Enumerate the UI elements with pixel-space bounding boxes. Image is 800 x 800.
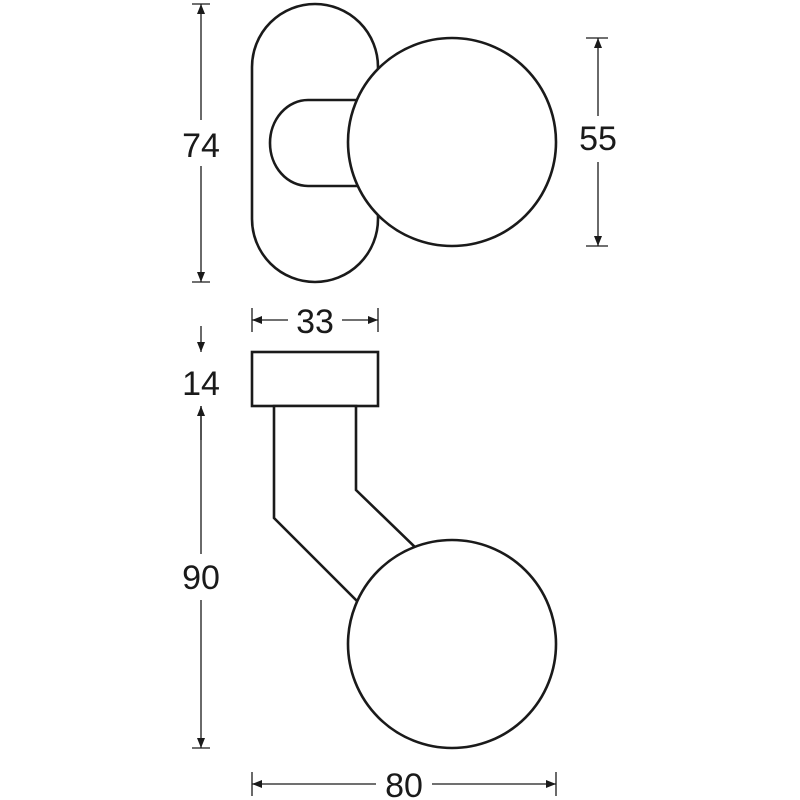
- side-view: [250, 350, 558, 750]
- dim-rose-height: 74: [182, 3, 220, 283]
- knob-ball: [346, 538, 558, 750]
- dim-knob-diameter: 55: [579, 37, 617, 247]
- rose-plate-side: [250, 350, 380, 408]
- dim-label-33: 33: [296, 303, 334, 341]
- dim-projection: 90: [182, 406, 220, 749]
- dim-total-width: 80: [251, 767, 557, 800]
- dim-rose-depth: 14: [182, 326, 220, 440]
- dim-label-90: 90: [182, 559, 220, 597]
- knob-face: [346, 36, 558, 248]
- dim-label-74: 74: [182, 127, 220, 165]
- knob-neck: [268, 98, 362, 188]
- front-view: [250, 2, 558, 284]
- dim-label-55: 55: [579, 120, 617, 158]
- dim-label-14: 14: [182, 365, 220, 403]
- dim-label-80: 80: [385, 767, 423, 800]
- dim-rose-width: 33: [251, 303, 379, 341]
